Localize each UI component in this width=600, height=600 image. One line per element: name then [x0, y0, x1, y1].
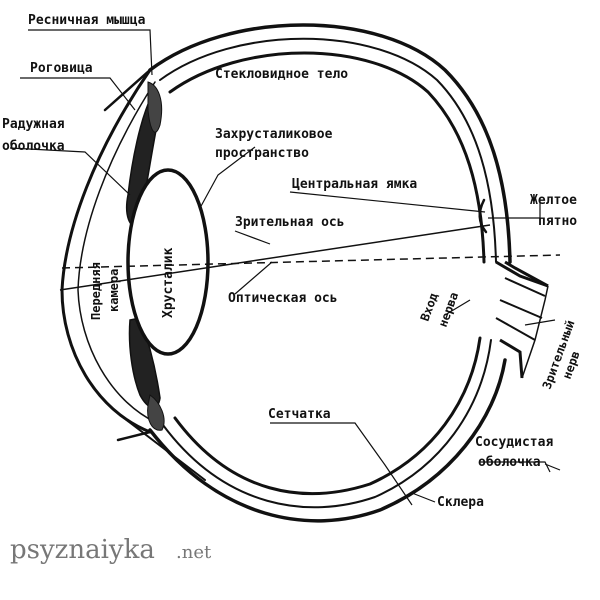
label-choroid-line2: оболочка — [478, 455, 541, 470]
label-vitreous-body: Стекловидное тело — [215, 67, 348, 82]
choroid-line — [160, 39, 496, 508]
label-cornea: Роговица — [30, 61, 93, 76]
retina-line — [170, 53, 484, 494]
label-retrolental-line1: Захрусталиковое — [215, 127, 333, 142]
watermark: psyznaiyka .net — [10, 535, 212, 565]
label-macula-line1: Желтое — [530, 193, 577, 208]
watermark-main: psyznaiyka — [10, 535, 155, 565]
label-optical-axis: Оптическая ось — [228, 291, 338, 306]
label-retina: Сетчатка — [268, 407, 331, 422]
label-anterior-chamber-line1: Передняя — [89, 262, 103, 320]
label-anterior-chamber-line2: камера — [107, 269, 121, 312]
label-ciliary-muscle: Ресничная мышца — [28, 13, 146, 28]
watermark-suffix: .net — [176, 542, 212, 563]
label-central-fovea: Центральная ямка — [292, 177, 417, 192]
label-visual-axis: Зрительная ось — [235, 215, 345, 230]
label-macula-line2: пятно — [538, 214, 577, 229]
label-retrolental-line2: пространство — [215, 146, 309, 161]
label-iris-line1: Радужная — [2, 117, 65, 132]
label-choroid-line1: Сосудистая — [475, 435, 553, 450]
label-iris-line2: оболочка — [2, 139, 65, 154]
label-lens: Хрусталик — [161, 247, 176, 318]
label-sclera: Склера — [437, 495, 484, 510]
visual-axis-line — [60, 225, 490, 290]
